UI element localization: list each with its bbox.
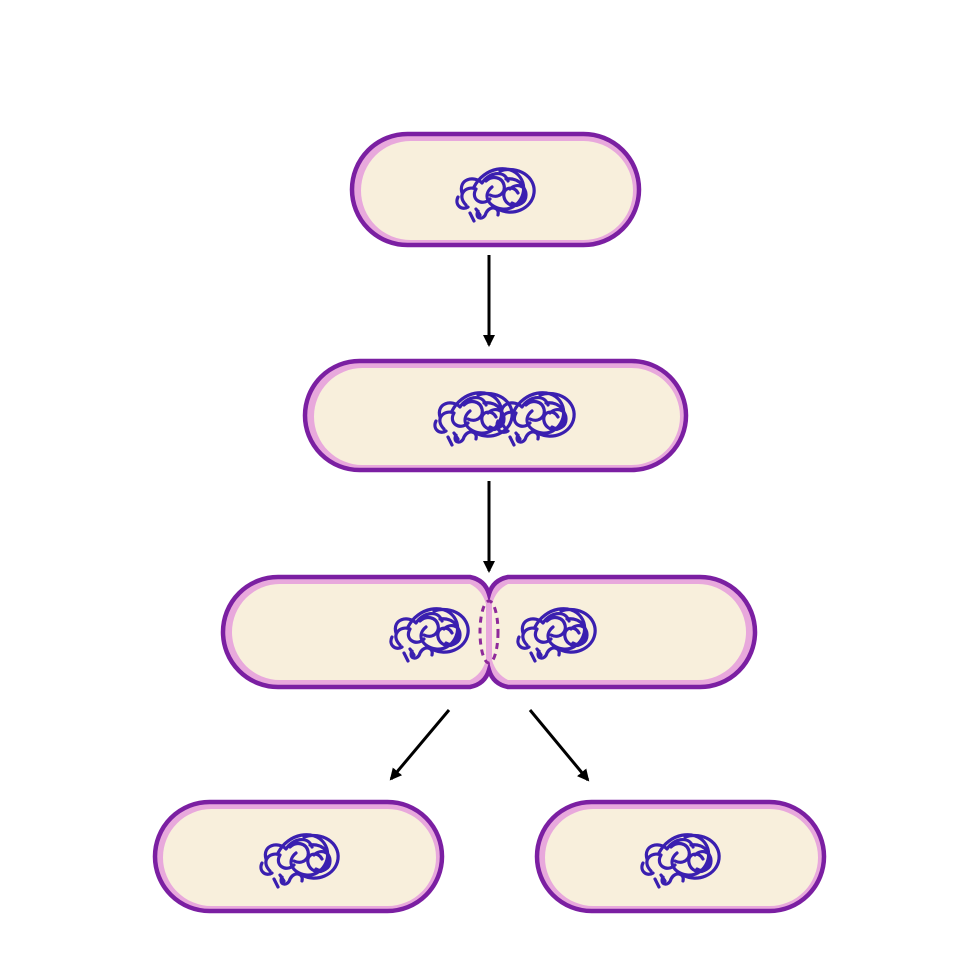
septum — [478, 599, 500, 665]
daughter-cell-left — [152, 799, 445, 914]
cytoplasm — [545, 809, 818, 906]
arrow-icon — [528, 709, 590, 782]
replicated-dna-cell — [302, 358, 689, 473]
parent-cell — [349, 131, 642, 248]
arrow-icon — [389, 709, 451, 781]
cytoplasm — [163, 809, 436, 906]
cytoplasm-right — [492, 584, 746, 680]
cytoplasm-left — [232, 584, 486, 680]
daughter-cell-right — [534, 799, 827, 914]
dividing-cell — [220, 574, 758, 690]
cytoplasm — [361, 141, 633, 240]
